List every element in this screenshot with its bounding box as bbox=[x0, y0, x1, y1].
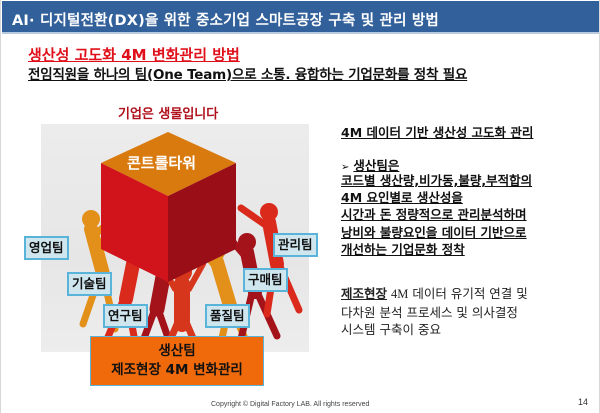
summary-line: 다차원 분석 프로세스 및 의사결정 bbox=[341, 304, 518, 320]
copyright-footer: Copyright © Digital Factory LAB. All rig… bbox=[211, 401, 370, 408]
page-number: 14 bbox=[578, 397, 589, 407]
summary-paragraph: 제조현장 4M 데이터 유기적 연결 및 다차원 분석 프로세스 및 의사결정 … bbox=[341, 285, 528, 339]
summary-4m: 4M bbox=[391, 287, 409, 301]
title-bar: AI· 디지털전환(DX)을 위한 중소기업 스마트공장 구축 및 관리 방법 bbox=[2, 1, 599, 34]
slide-title: AI· 디지털전환(DX)을 위한 중소기업 스마트공장 구축 및 관리 방법 bbox=[12, 13, 439, 29]
description-line: 4M 요인별로 생산성을 bbox=[341, 190, 463, 206]
summary-emphasis: 제조현장 bbox=[341, 286, 388, 301]
description-line: 코드별 생산량,비가동,불량,부적합의 bbox=[341, 173, 533, 188]
arrow-bullet-icon: ➢ bbox=[341, 162, 350, 173]
production-team-box: 생산팀 제조현장 4M 변화관리 bbox=[90, 336, 264, 386]
bullet-item: ➢생산팀은 bbox=[341, 155, 399, 174]
section-heading: 생산성 고도화 4M 변화관리 방법 bbox=[28, 46, 240, 64]
illustration-caption: 기업은 생물입니다 bbox=[118, 107, 219, 122]
bullet-description: 코드별 생산량,비가동,불량,부적합의 4M 요인별로 생산성을 시간과 돈 정… bbox=[341, 172, 532, 258]
team-tag-research: 연구팀 bbox=[103, 304, 148, 328]
team-tag-purchasing: 구매팀 bbox=[243, 268, 288, 292]
team-tag-quality: 품질팀 bbox=[205, 304, 250, 328]
bullet-text: 생산팀은 bbox=[353, 158, 400, 173]
team-tag-engineering: 기술팀 bbox=[67, 272, 112, 296]
production-team-title: 생산팀 bbox=[158, 343, 196, 359]
summary-line: 제조현장 4M 데이터 유기적 연결 및 bbox=[341, 285, 528, 304]
description-line: 낭비와 불량요인을 데이터 기반으로 bbox=[341, 224, 527, 240]
production-team-subtitle: 제조현장 4M 변화관리 bbox=[111, 362, 243, 378]
description-line: 개선하는 기업문화 정착 bbox=[341, 241, 465, 257]
team-tag-sales: 영업팀 bbox=[24, 236, 69, 260]
control-tower-label: 콘트롤타워 bbox=[127, 154, 197, 172]
description-line: 시간과 돈 정량적으로 관리분석하며 bbox=[341, 207, 527, 223]
team-tag-management: 관리팀 bbox=[273, 233, 318, 257]
panel-title: 4M 데이터 기반 생산성 고도화 관리 bbox=[341, 125, 534, 140]
section-subheading: 전임직원을 하나의 팀(One Team)으로 소통. 융합하는 기업문화를 정… bbox=[28, 67, 468, 83]
summary-line1-rest: 데이터 유기적 연결 및 bbox=[408, 286, 528, 301]
summary-line: 시스템 구축이 중요 bbox=[341, 322, 441, 337]
